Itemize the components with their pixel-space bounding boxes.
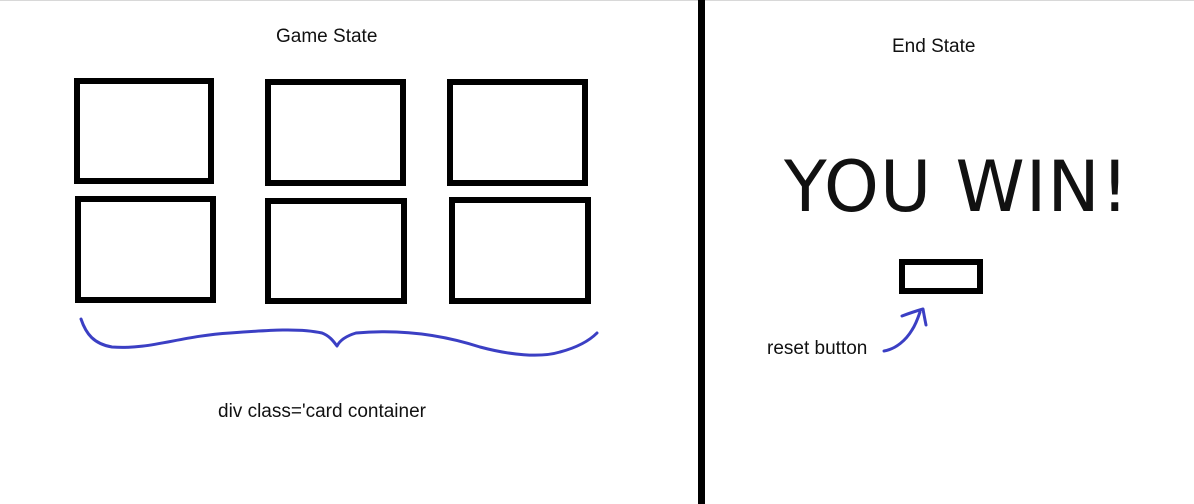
card-sketch [265, 79, 406, 186]
end-state-title: End State [892, 36, 976, 57]
reset-button-label: reset button [767, 338, 868, 359]
card-container-label: div class='card container [218, 401, 426, 422]
top-border [0, 0, 1194, 1]
card-sketch [447, 79, 588, 186]
card-sketch [75, 196, 216, 303]
curly-brace-stroke [79, 317, 599, 357]
brace-annotation [79, 317, 599, 357]
win-message: YOU WIN! [784, 146, 1130, 228]
card-sketch [449, 197, 591, 304]
arrow-shaft [882, 310, 922, 353]
panel-divider [698, 0, 705, 504]
reset-button[interactable] [899, 259, 983, 294]
card-sketch [265, 198, 407, 304]
arrow-head [900, 307, 928, 327]
game-state-title: Game State [276, 26, 378, 47]
card-sketch [74, 78, 214, 184]
